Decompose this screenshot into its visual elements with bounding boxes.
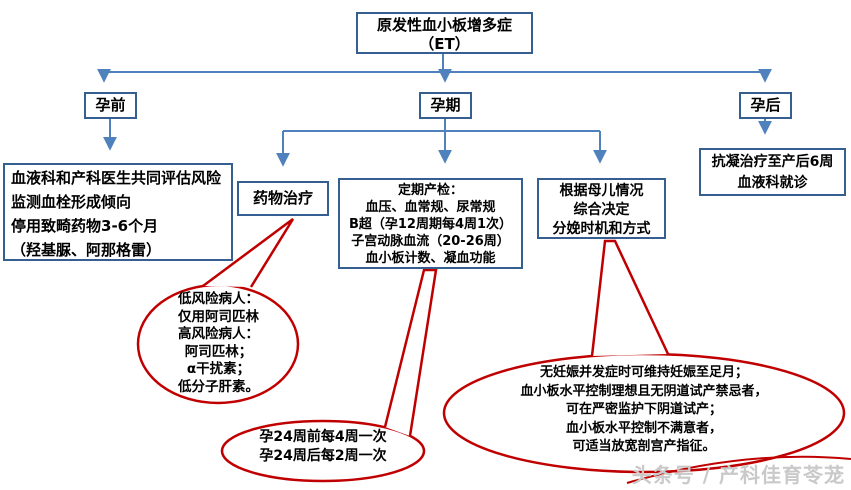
text-line: B超（孕12周期每4周1次） <box>348 217 513 232</box>
watermark-text: 头条号 / 产科佳育苓茏 <box>631 463 845 487</box>
checkup-callout-text: 孕24周前每4周一次 孕24周后每2周一次 <box>223 428 423 466</box>
text-line: 无妊娠并发症时可维持妊娠至足月； <box>539 365 748 380</box>
watermark-swoosh <box>626 455 851 484</box>
text-line: 低分子肝素。 <box>178 378 259 395</box>
text-line: α干扰素； <box>186 361 251 377</box>
title-line-1: 原发性血小板增多症 <box>376 16 512 34</box>
text-line: （羟基脲、阿那格雷） <box>11 241 162 259</box>
text-line: 血小板水平控制理想且无阴道试产禁忌者， <box>520 383 768 399</box>
title-line-2: （ET） <box>419 35 470 53</box>
delivery-callout-text: 无妊娠并发症时可维持妊娠至足月； 血小板水平控制理想且无阴道试产禁忌者， 可在严… <box>444 364 844 457</box>
text-line: 低风险病人： <box>178 291 259 307</box>
text-line: 综合决定 <box>573 202 630 218</box>
text-line: 血液科和产科医生共同评估风险 <box>11 169 222 187</box>
checkup-callout-ellipse <box>220 419 426 483</box>
drug-callout-tail <box>202 217 295 288</box>
text-line: 血压、血常规、尿常规 <box>365 200 496 215</box>
text-line: 高风险病人： <box>178 326 259 342</box>
text-line: 根据母儿情况 <box>559 183 644 199</box>
checkup-callout-tail <box>383 268 438 437</box>
text-line: 阿司匹林； <box>184 343 253 360</box>
node-post-pregnancy: 孕后 <box>739 92 792 119</box>
text-line: 血小板水平控制不满意者， <box>565 420 722 436</box>
callout-shapes <box>136 217 846 483</box>
node-pre-pregnancy: 孕前 <box>84 92 137 119</box>
text-line: 孕24周后每2周一次 <box>259 448 387 464</box>
node-during-pregnancy: 孕期 <box>419 92 472 119</box>
text-line: 停用致畸药物3-6个月 <box>11 217 159 235</box>
node-regular-checkup: 定期产检： 血压、血常规、尿常规 B超（孕12周期每4周1次） 子宫动脉血流（2… <box>338 178 523 269</box>
text-line: 孕24周前每4周一次 <box>259 429 387 445</box>
delivery-callout-tail <box>590 239 670 357</box>
text-line: 可适当放宽剖宫产指征。 <box>572 439 716 454</box>
drug-callout-text: 低风险病人： 仅用阿司匹林 高风险病人： 阿司匹林； α干扰素； 低分子肝素。 <box>138 291 299 396</box>
node-drug-treatment: 药物治疗 <box>237 181 329 216</box>
node-title: 原发性血小板增多症 （ET） <box>356 12 533 54</box>
text-line: 子宫动脉血流（20-26周） <box>351 234 510 249</box>
text-line: 分娩时机和方式 <box>552 221 651 237</box>
node-pre-pregnancy-detail: 血液科和产科医生共同评估风险 监测血栓形成倾向 停用致畸药物3-6个月 （羟基脲… <box>3 163 233 261</box>
text-line: 抗凝治疗至产后6周 <box>711 154 834 170</box>
text-line: 血小板计数、凝血功能 <box>365 251 496 266</box>
text-line: 血液科就诊 <box>737 175 808 191</box>
text-line: 仅用阿司匹林 <box>178 308 259 325</box>
text-line: 监测血栓形成倾向 <box>11 193 132 211</box>
text-line: 可在严密监护下阴道试产； <box>565 402 722 417</box>
node-delivery-decision: 根据母儿情况 综合决定 分娩时机和方式 <box>537 178 666 239</box>
node-postpartum-care: 抗凝治疗至产后6周 血液科就诊 <box>699 148 846 196</box>
text-line: 定期产检： <box>397 183 463 198</box>
blue-connectors <box>97 54 772 167</box>
